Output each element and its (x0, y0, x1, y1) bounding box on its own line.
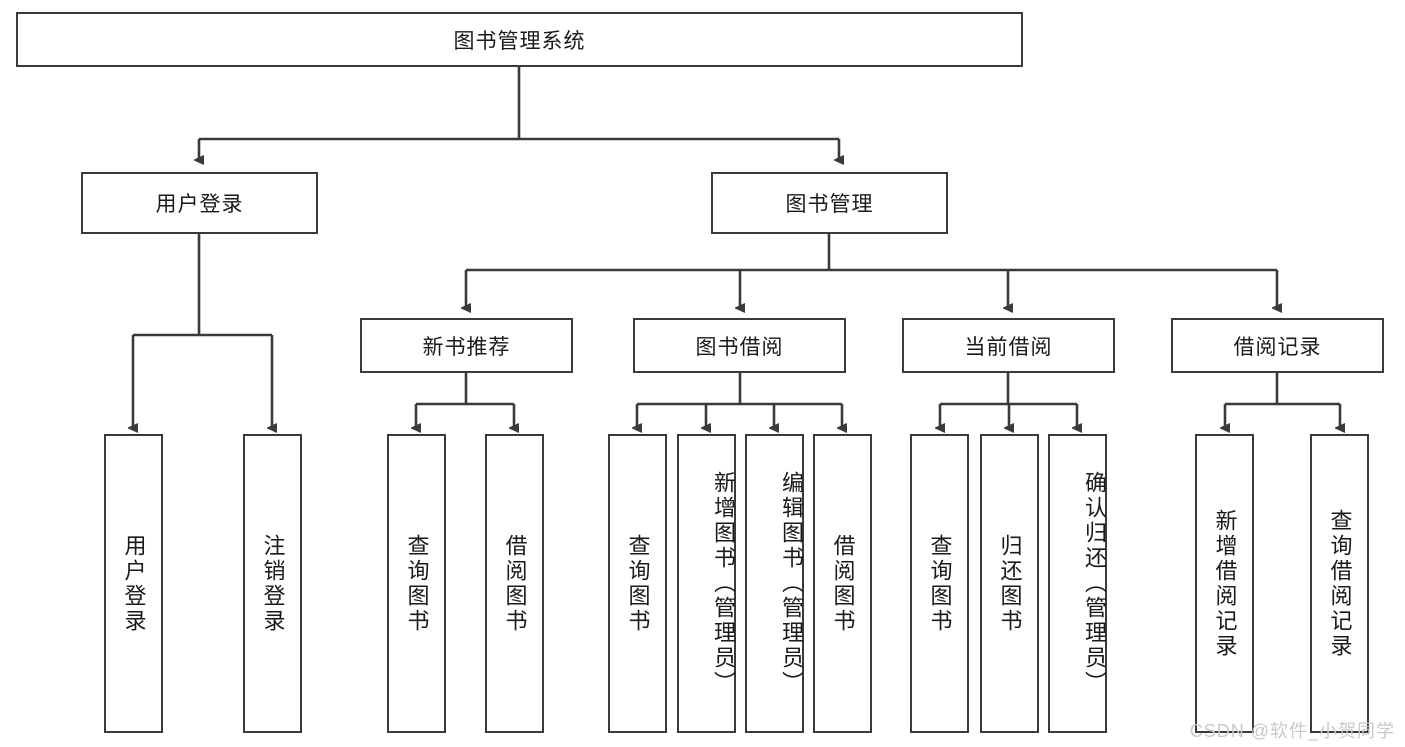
node-label: 新增借阅记录 (1212, 508, 1238, 659)
watermark: CSDN @软件_小贺同学 (1189, 721, 1395, 741)
node-label: 当前借阅 (964, 335, 1053, 359)
node-book-management[interactable]: 图书管理 (711, 172, 948, 234)
node-label: 注销登录 (260, 533, 286, 634)
node-user-login[interactable]: 用户登录 (81, 172, 318, 234)
leaf-book-borrow-edit[interactable]: 编辑图书（管理员） (745, 434, 804, 733)
node-label: 用户登录 (155, 193, 244, 216)
node-label: 查询图书 (404, 533, 430, 634)
node-label: 查询借阅记录 (1327, 508, 1353, 659)
node-label: 借阅图书 (830, 533, 856, 634)
node-book-borrow[interactable]: 图书借阅 (633, 318, 846, 373)
node-label: 图书借阅 (695, 335, 784, 359)
node-label: 编辑图书（管理员） (779, 471, 804, 696)
node-label: 借阅记录 (1233, 335, 1322, 359)
node-root-system[interactable]: 图书管理系统 (16, 12, 1023, 67)
leaf-borrow-record-add[interactable]: 新增借阅记录 (1195, 434, 1254, 733)
node-label: 归还图书 (997, 533, 1023, 634)
node-current-borrow[interactable]: 当前借阅 (902, 318, 1115, 373)
node-label: 查询图书 (927, 533, 953, 634)
leaf-user-login-login[interactable]: 用户登录 (104, 434, 163, 733)
node-new-book-recommend[interactable]: 新书推荐 (360, 318, 573, 373)
node-label: 新增图书（管理员） (711, 471, 736, 696)
leaf-current-borrow-confirm-return[interactable]: 确认归还（管理员） (1048, 434, 1107, 733)
leaf-new-book-query[interactable]: 查询图书 (387, 434, 446, 733)
node-borrow-record[interactable]: 借阅记录 (1171, 318, 1384, 373)
leaf-current-borrow-query[interactable]: 查询图书 (910, 434, 969, 733)
leaf-book-borrow-query[interactable]: 查询图书 (608, 434, 667, 733)
leaf-book-borrow-borrow[interactable]: 借阅图书 (813, 434, 872, 733)
node-label: 图书管理系统 (453, 29, 586, 53)
node-label: 新书推荐 (422, 335, 511, 359)
node-label: 图书管理 (785, 193, 874, 216)
node-label: 借阅图书 (502, 533, 528, 634)
node-label: 确认归还（管理员） (1082, 471, 1107, 696)
node-label: 用户登录 (121, 533, 147, 634)
node-label: 查询图书 (625, 533, 651, 634)
leaf-user-login-logout[interactable]: 注销登录 (243, 434, 302, 733)
leaf-borrow-record-query[interactable]: 查询借阅记录 (1310, 434, 1369, 733)
leaf-book-borrow-add[interactable]: 新增图书（管理员） (677, 434, 736, 733)
leaf-new-book-borrow[interactable]: 借阅图书 (485, 434, 544, 733)
leaf-current-borrow-return[interactable]: 归还图书 (980, 434, 1039, 733)
